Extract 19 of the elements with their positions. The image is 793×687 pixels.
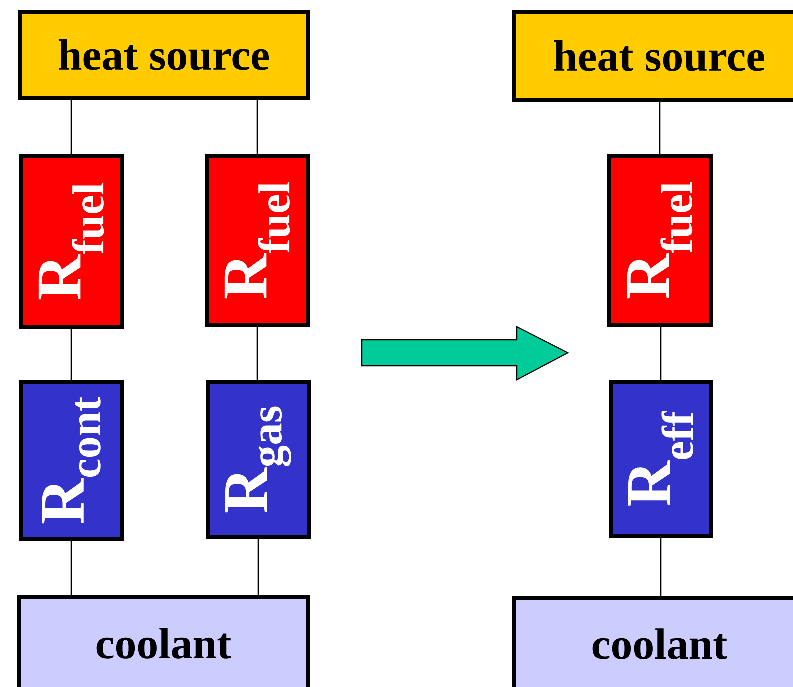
resistance-box: R$_{cont}$ — [19, 380, 124, 541]
coolant-box: coolant — [17, 594, 310, 687]
coolant-box: coolant — [512, 596, 793, 687]
connector-line — [70, 329, 72, 380]
resistance-box: R$_{gas}$ — [206, 380, 311, 539]
connector-line — [256, 327, 258, 380]
resistance-box: R$_{fuel}$ — [19, 154, 124, 329]
heat-source-box: heat source — [18, 10, 310, 100]
connector-line — [660, 538, 662, 596]
connector-line — [660, 327, 662, 380]
resistance-box: R$_{fuel}$ — [205, 154, 310, 327]
resistance-box: R$_{fuel}$ — [607, 154, 713, 327]
connector-line — [70, 100, 72, 154]
connector-line — [256, 100, 258, 154]
resistance-box: R$_{eff}$ — [609, 380, 713, 538]
heat-source-box: heat source — [512, 10, 793, 102]
connector-line — [258, 539, 260, 595]
connector-line — [659, 102, 661, 154]
connector-line — [70, 541, 72, 595]
